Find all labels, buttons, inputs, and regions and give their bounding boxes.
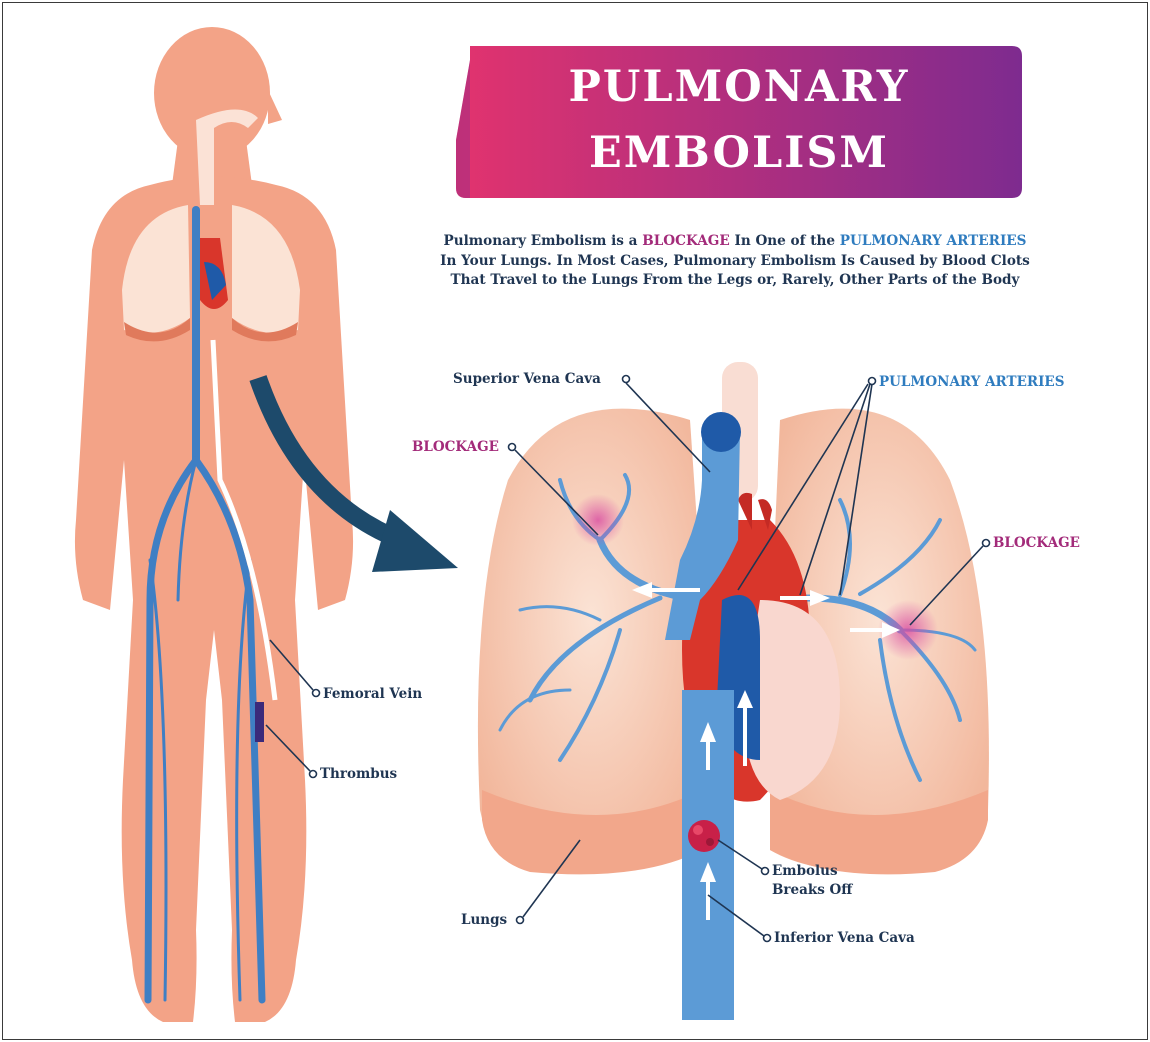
label-femoral-vein: Femoral Vein (323, 686, 422, 702)
title-line-2: EMBOLISM (455, 128, 1023, 178)
label-embolus-breaks-off: Breaks Off (772, 882, 852, 898)
title-banner: PULMONARY EMBOLISM (455, 46, 1023, 198)
description-part-2: In One of the (730, 233, 840, 249)
description-blockage-highlight: BLOCKAGE (642, 233, 730, 249)
label-superior-vena-cava: Superior Vena Cava (453, 371, 601, 387)
label-blockage-right: BLOCKAGE (993, 535, 1080, 551)
description-part-1: Pulmonary Embolism is a (444, 233, 643, 249)
embolus (688, 820, 720, 852)
description-text: Pulmonary Embolism is a BLOCKAGE In One … (440, 232, 1030, 291)
label-embolus: Embolus (772, 863, 838, 879)
thrombus-marker (255, 702, 264, 742)
label-pulmonary-arteries: PULMONARY ARTERIES (879, 374, 1064, 390)
description-part-3: In Your Lungs. In Most Cases, Pulmonary … (440, 253, 1030, 289)
label-inferior-vena-cava: Inferior Vena Cava (774, 930, 915, 946)
description-pulmonary-arteries-highlight: PULMONARY ARTERIES (840, 233, 1027, 249)
svc-opening (701, 412, 741, 452)
label-blockage-left: BLOCKAGE (412, 439, 499, 455)
label-thrombus: Thrombus (320, 766, 397, 782)
title-line-1: PULMONARY (455, 62, 1023, 112)
label-lungs: Lungs (461, 912, 507, 928)
human-body (75, 27, 353, 1022)
